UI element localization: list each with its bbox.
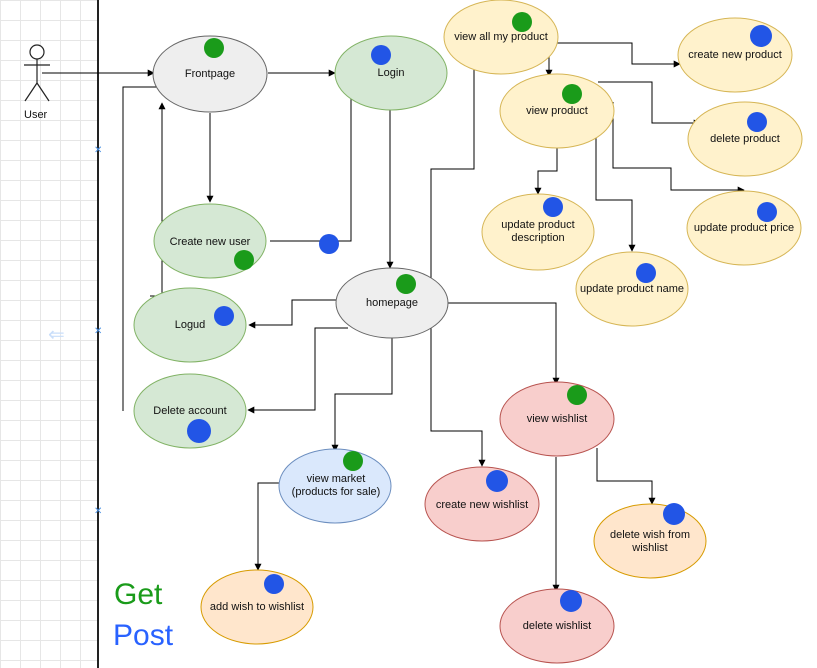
post-dot-icon: [560, 590, 582, 612]
connection-point-icon: ✕: [94, 326, 103, 337]
post-dot-icon: [187, 419, 211, 443]
use-case-add-wish[interactable]: [200, 569, 314, 645]
legend-post-label: Post: [113, 619, 174, 652]
left-arrow-icon: ⇐: [48, 324, 65, 346]
post-dot-icon: [214, 306, 234, 326]
legend-get-label: Get: [114, 578, 163, 611]
use-case-create-new-product[interactable]: [677, 17, 793, 93]
user-actor-icon[interactable]: [24, 44, 50, 102]
use-case-delete-wish[interactable]: [593, 503, 707, 579]
post-dot-icon: [319, 234, 339, 254]
post-dot-icon: [543, 197, 563, 217]
post-dot-icon: [371, 45, 391, 65]
post-dot-icon: [747, 112, 767, 132]
get-dot-icon: [396, 274, 416, 294]
post-marker-dots: [187, 25, 777, 612]
use-case-delete-wishlist[interactable]: [499, 588, 615, 664]
use-case-homepage[interactable]: [335, 267, 449, 339]
use-case-frontpage[interactable]: [152, 35, 268, 113]
get-dot-icon: [562, 84, 582, 104]
post-dot-icon: [486, 470, 508, 492]
connector-lines: [42, 37, 745, 592]
get-dot-icon: [512, 12, 532, 32]
post-dot-icon: [750, 25, 772, 47]
use-case-create-wishlist[interactable]: [424, 466, 540, 542]
get-marker-dots: [204, 12, 587, 471]
use-case-delete-account[interactable]: [133, 373, 247, 449]
use-case-view-all-my-product[interactable]: [443, 0, 559, 75]
post-dot-icon: [663, 503, 685, 525]
use-case-view-market[interactable]: [278, 448, 392, 524]
use-case-view-wishlist[interactable]: [499, 381, 615, 457]
use-case-view-product[interactable]: [499, 73, 615, 149]
page-border-line: [97, 0, 99, 668]
use-case-update-description[interactable]: [481, 193, 595, 271]
get-dot-icon: [234, 250, 254, 270]
use-case-update-name[interactable]: [575, 251, 689, 327]
post-dot-icon: [636, 263, 656, 283]
get-dot-icon: [343, 451, 363, 471]
canvas-grid-strip: [0, 0, 98, 668]
connection-point-icon: ✕: [94, 145, 103, 156]
use-case-delete-product[interactable]: [687, 101, 803, 177]
post-dot-icon: [264, 574, 284, 594]
use-case-update-price[interactable]: [686, 190, 802, 266]
use-case-logud[interactable]: [133, 287, 247, 363]
post-dot-icon: [757, 202, 777, 222]
get-dot-icon: [204, 38, 224, 58]
user-actor-label: User: [24, 109, 48, 121]
connection-point-icon: ✕: [94, 506, 103, 517]
get-dot-icon: [567, 385, 587, 405]
use-case-login[interactable]: [334, 35, 448, 111]
